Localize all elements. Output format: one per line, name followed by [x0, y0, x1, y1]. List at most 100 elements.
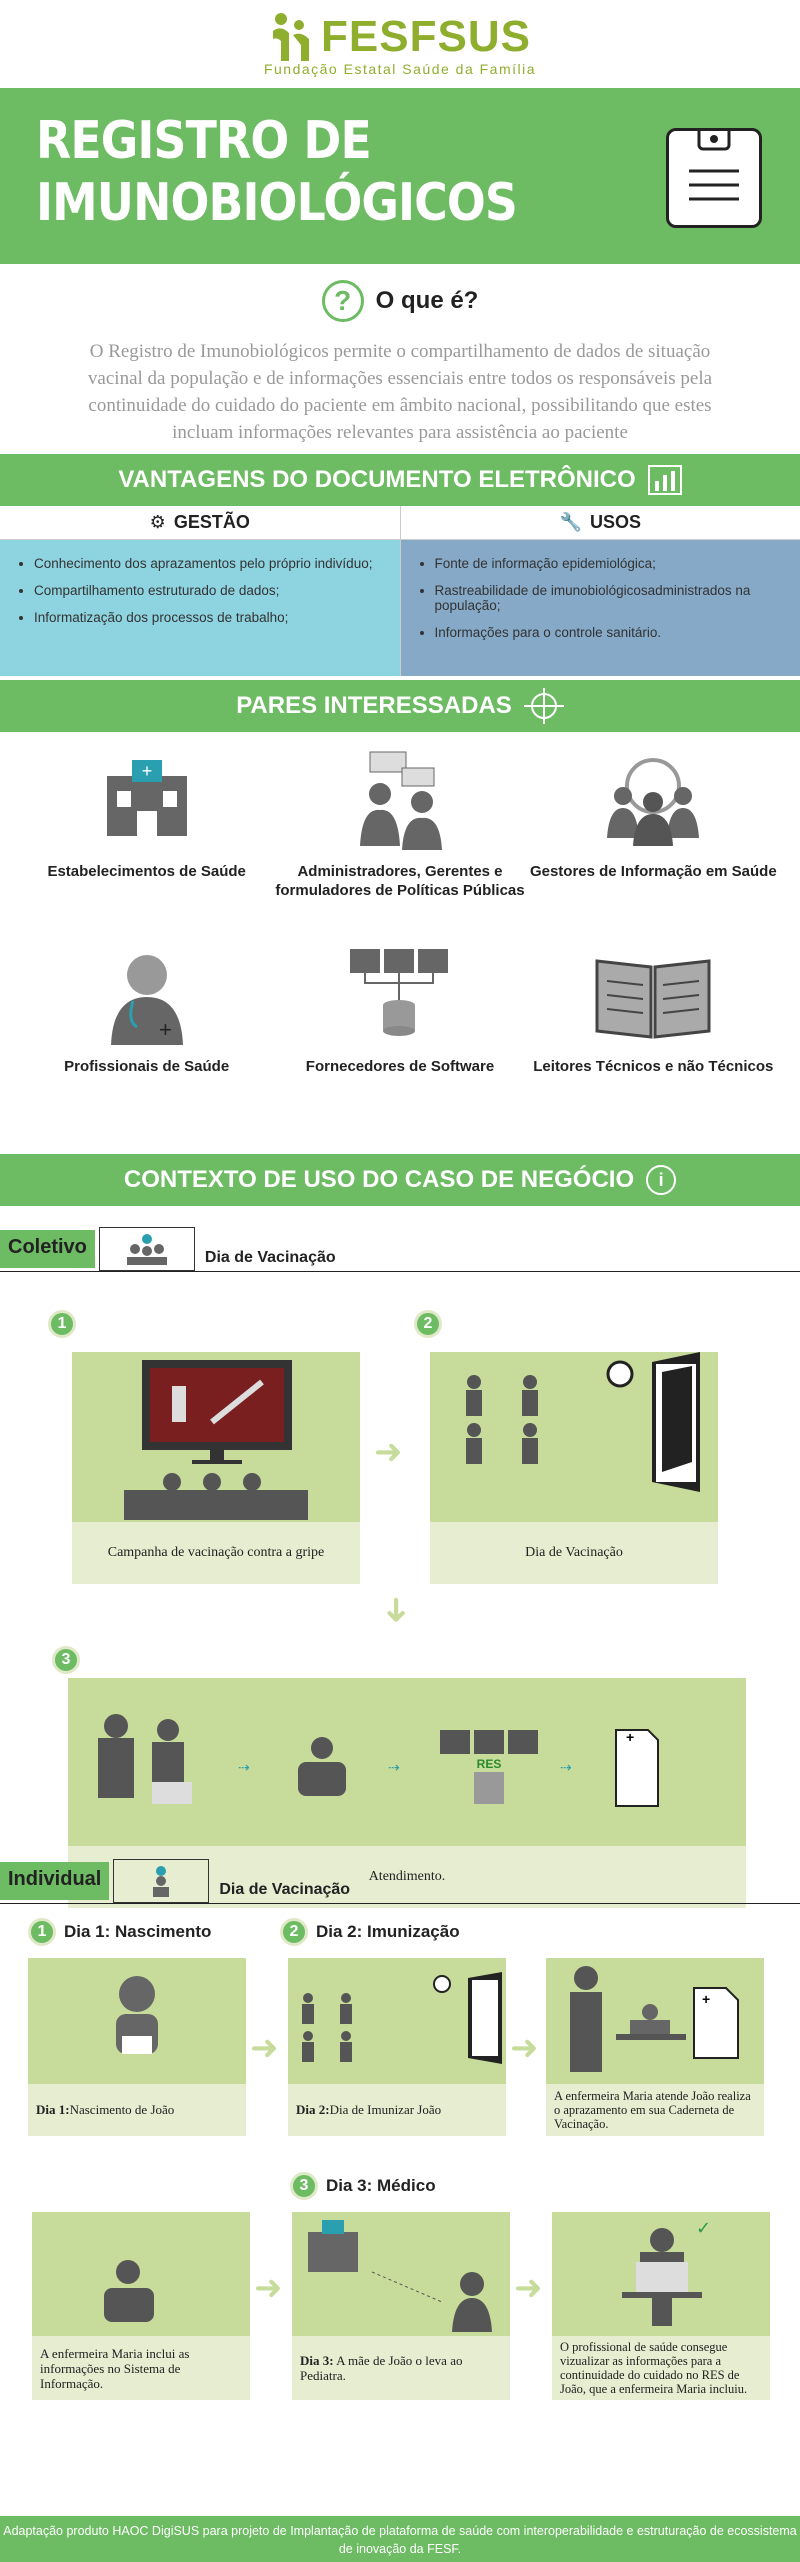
what-is-title: O que é? — [375, 287, 479, 314]
step-caption: Dia 1: Nascimento de João — [28, 2084, 246, 2136]
svg-text:⇢: ⇢ — [388, 1759, 400, 1775]
pediatric-visit-icon — [292, 2212, 510, 2336]
step-caption: A enfermeira Maria atende João realiza o… — [554, 2089, 751, 2131]
day-title-text: Dia 2: Imunização — [316, 1922, 460, 1941]
stakeholder-label: Gestores de Informação em Saúde — [529, 863, 777, 880]
step-card: ✓ O profissional de saúde consegue vizua… — [552, 2212, 770, 2400]
svg-text:⇢: ⇢ — [238, 1759, 250, 1775]
stakeholder-item: Administradores, Gerentes e formuladores… — [273, 746, 526, 941]
stakeholder-item: Leitores Técnicos e não Técnicos — [527, 941, 780, 1136]
step-card: Dia 2: Dia de Imunizar João — [288, 1958, 506, 2136]
network-icon — [349, 949, 448, 1036]
context-header: CONTEXTO DE USO DO CASO DE NEGÓCIO i — [0, 1154, 800, 1206]
crosshair-icon — [523, 688, 564, 724]
waiting-room-icon — [288, 1958, 506, 2084]
stakeholder-label: Fornecedores de Software — [305, 1058, 495, 1075]
what-is-text: O Registro de Imunobiológicos permite o … — [87, 341, 713, 443]
hero-title-line2: IMUNOBIOLÓGICOS — [36, 173, 518, 233]
step-caption: Dia 2: Dia de Imunizar João — [288, 2084, 506, 2136]
step-number: 3 — [290, 2172, 318, 2200]
svg-text:+: + — [159, 1017, 172, 1042]
step-number: 1 — [28, 1918, 56, 1946]
step-number: 1 — [48, 1310, 76, 1338]
advantages-header: VANTAGENS DO DOCUMENTO ELETRÔNICO — [0, 454, 800, 506]
svg-text:+: + — [702, 1991, 710, 2007]
chart-icon — [647, 465, 682, 495]
arrow-right-icon: ➜ — [254, 2269, 283, 2307]
step-caption-bold: Dia 1: — [36, 2102, 70, 2117]
stakeholder-item: Fornecedores de Software — [273, 941, 526, 1136]
hero-title-line1: REGISTRO DE — [36, 111, 372, 171]
doctor-computer-icon: ✓ — [552, 2212, 770, 2336]
logo-subtitle: Fundação Estatal Saúde da Família — [263, 61, 537, 77]
book-icon — [595, 959, 711, 1039]
baby-icon — [28, 1958, 246, 2084]
collective-section: Coletivo Dia de Vacinação 1 Campanha de … — [0, 1226, 800, 1908]
step-card: Dia de Vacinação — [430, 1352, 718, 1584]
step-caption: Dia de Vacinação — [525, 1545, 623, 1560]
step-caption: Campanha de vacinação contra a gripe — [107, 1545, 325, 1560]
individual-tag: Individual — [0, 1861, 110, 1900]
step-caption: A enfermeira Maria inclui as informações… — [40, 2345, 190, 2391]
gestao-title: GESTÃO — [173, 512, 250, 532]
step-number: 2 — [414, 1310, 442, 1338]
collective-label: Dia de Vacinação — [204, 1249, 336, 1266]
logo-mark-icon — [273, 13, 310, 61]
collective-tag: Coletivo — [0, 1229, 95, 1268]
stakeholder-label: Leitores Técnicos e não Técnicos — [533, 1058, 774, 1075]
usos-item: Fonte de informação epidemiológica; — [435, 556, 785, 571]
advantages-title: VANTAGENS DO DOCUMENTO ELETRÔNICO — [118, 466, 636, 493]
what-is-section: ? O que é? O Registro de Imunobiológicos … — [0, 264, 800, 454]
stakeholders-title: PARES INTERESSADAS — [236, 692, 512, 719]
arrow-down-icon: ➜ — [377, 1595, 416, 1625]
stakeholder-item: + Estabelecimentos de Saúde — [20, 746, 273, 941]
arrow-right-icon: ➜ — [250, 2029, 279, 2067]
logo-name: FESFSUS — [321, 12, 531, 61]
step-card: RES+⇢⇢⇢ Atendimento. — [68, 1678, 746, 1908]
step-card: Campanha de vacinação contra a gripe — [72, 1352, 360, 1584]
step-caption: Atendimento. — [368, 1869, 446, 1884]
step-card: Dia 1: Nascimento de João — [28, 1958, 246, 2136]
nurse-vaccine-icon: + — [546, 1958, 764, 2084]
step-caption-text: Nascimento de João — [69, 2102, 175, 2117]
attendance-flow-icon: RES+⇢⇢⇢ — [68, 1678, 746, 1846]
gestao-item: Compartilhamento estruturado de dados; — [34, 583, 384, 598]
context-title: CONTEXTO DE USO DO CASO DE NEGÓCIO — [123, 1166, 635, 1193]
day-title: 3 Dia 3: Médico — [290, 2172, 436, 2200]
arrow-right-icon: ➜ — [374, 1433, 403, 1471]
svg-text:+: + — [141, 761, 152, 781]
stakeholder-item: + Profissionais de Saúde — [20, 941, 273, 1136]
gestao-item: Informatização dos processos de trabalho… — [34, 610, 384, 625]
gear-icon: ⚙ — [149, 512, 166, 532]
clipboard-icon — [666, 125, 762, 228]
usos-title: USOS — [589, 512, 641, 532]
step-card: A enfermeira Maria inclui as informações… — [32, 2212, 250, 2400]
step-caption-text: A mãe de João o leva ao Pediatra. — [300, 2353, 463, 2383]
waiting-room-icon — [430, 1352, 718, 1522]
doctor-icon: + — [110, 955, 183, 1045]
day-title-text: Dia 3: Médico — [326, 2176, 436, 2195]
stakeholder-label: Estabelecimentos de Saúde — [47, 863, 246, 880]
stakeholders-grid: + Estabelecimentos de Saúde Administrado… — [0, 732, 800, 1150]
footer: Adaptação produto HAOC DigiSUS para proj… — [0, 2516, 800, 2562]
stakeholder-item: Gestores de Informação em Saúde — [527, 746, 780, 941]
svg-text:✓: ✓ — [696, 2218, 711, 2238]
advantages-table: ⚙GESTÃO Conhecimento dos aprazamentos pe… — [0, 506, 800, 676]
question-icon: ? — [321, 280, 364, 322]
hospital-icon: + — [106, 760, 187, 836]
step-card: Dia 3: A mãe de João o leva ao Pediatra. — [292, 2212, 510, 2400]
team-icon — [607, 758, 700, 846]
tv-campaign-icon — [72, 1352, 360, 1522]
gestao-column: ⚙GESTÃO Conhecimento dos aprazamentos pe… — [0, 506, 400, 676]
nurse-computer-icon — [32, 2212, 250, 2336]
step-caption-text: Dia de Imunizar João — [329, 2102, 442, 2117]
step-caption-bold: Dia 3: — [300, 2353, 334, 2368]
wrench-icon: 🔧 — [559, 512, 582, 532]
stakeholders-header: PARES INTERESSADAS — [0, 680, 800, 732]
step-caption-bold: Dia 2: — [296, 2102, 330, 2117]
